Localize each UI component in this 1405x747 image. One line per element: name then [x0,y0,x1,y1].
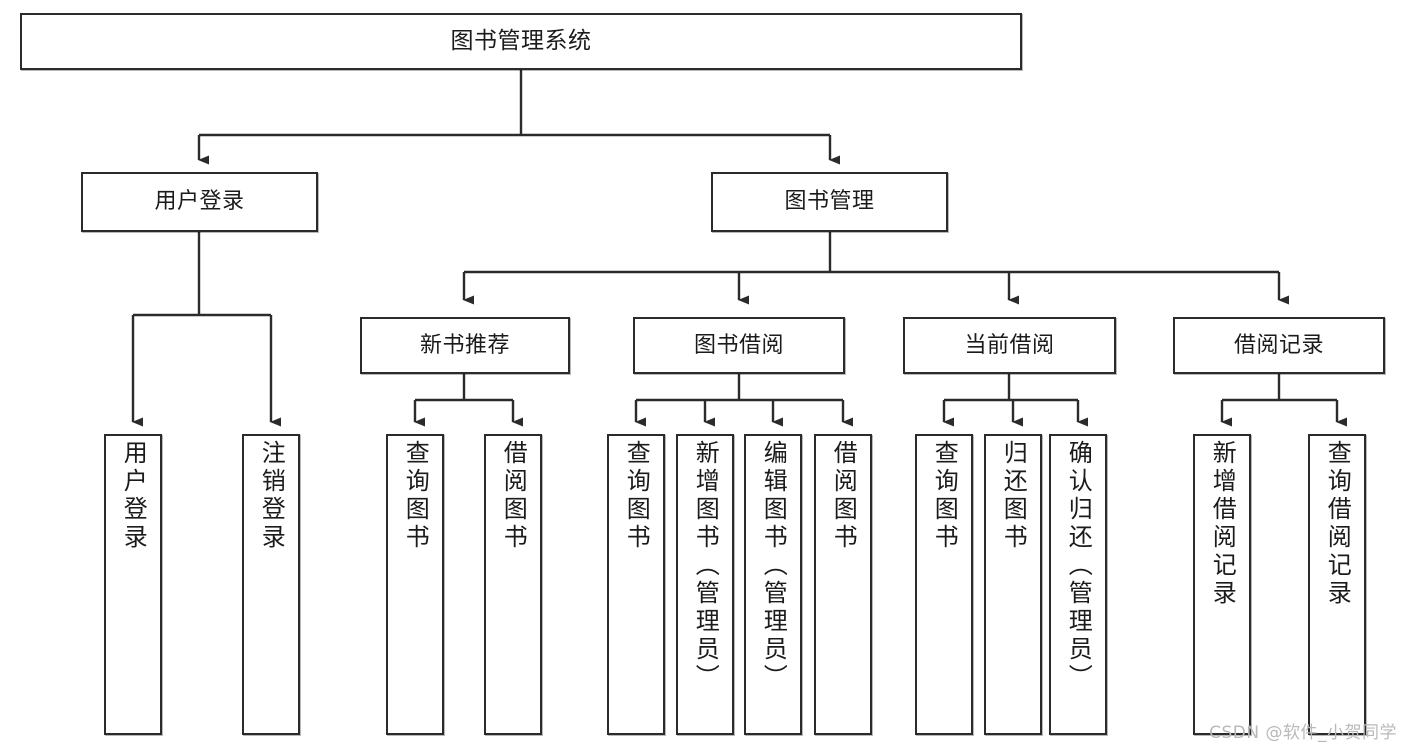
node-user-login-label: 用户登录 [154,189,245,215]
node-leaf-confirm-return-admin[interactable]: 确认归还（管理员） [1049,434,1107,735]
node-leaf-return-book[interactable]: 归还图书 [984,434,1042,735]
node-leaf-logout-login-label: 注销登录 [257,440,286,552]
node-current-borrow[interactable]: 当前借阅 [903,317,1116,374]
node-root[interactable]: 图书管理系统 [20,13,1022,70]
node-leaf-add-book-admin[interactable]: 新增图书（管理员） [676,434,734,735]
node-leaf-borrow-book-1-label: 借阅图书 [499,440,528,552]
node-leaf-borrow-book-2-label: 借阅图书 [829,440,858,552]
node-leaf-query-book-3[interactable]: 查询图书 [915,434,973,735]
node-leaf-borrow-book-1[interactable]: 借阅图书 [484,434,542,735]
node-root-label: 图书管理系统 [450,28,592,55]
node-leaf-user-login[interactable]: 用户登录 [104,434,162,735]
node-leaf-add-book-admin-label: 新增图书（管理员） [691,440,720,692]
node-leaf-borrow-book-2[interactable]: 借阅图书 [814,434,872,735]
node-borrow-record-label: 借阅记录 [1233,332,1324,358]
node-leaf-query-book-1[interactable]: 查询图书 [386,434,444,735]
node-book-borrow-label: 图书借阅 [693,332,784,358]
node-book-management[interactable]: 图书管理 [711,172,948,232]
node-leaf-confirm-return-admin-label: 确认归还（管理员） [1064,440,1093,692]
node-leaf-add-borrow-record[interactable]: 新增借阅记录 [1193,434,1251,735]
node-leaf-query-borrow-record-label: 查询借阅记录 [1323,440,1352,608]
node-leaf-query-book-2-label: 查询图书 [622,440,651,552]
node-leaf-query-book-3-label: 查询图书 [930,440,959,552]
node-current-borrow-label: 当前借阅 [964,332,1055,358]
node-user-login[interactable]: 用户登录 [81,172,318,232]
node-book-management-label: 图书管理 [784,189,875,215]
node-leaf-edit-book-admin[interactable]: 编辑图书（管理员） [744,434,802,735]
node-book-borrow[interactable]: 图书借阅 [633,317,845,374]
node-leaf-query-book-1-label: 查询图书 [401,440,430,552]
node-leaf-logout-login[interactable]: 注销登录 [242,434,300,735]
node-new-book-recommend[interactable]: 新书推荐 [360,317,570,374]
node-leaf-add-borrow-record-label: 新增借阅记录 [1208,440,1237,608]
node-leaf-return-book-label: 归还图书 [999,440,1028,552]
node-leaf-user-login-label: 用户登录 [119,440,148,552]
node-leaf-edit-book-admin-label: 编辑图书（管理员） [759,440,788,692]
node-leaf-query-borrow-record[interactable]: 查询借阅记录 [1308,434,1366,735]
node-leaf-query-book-2[interactable]: 查询图书 [607,434,665,735]
node-new-book-recommend-label: 新书推荐 [419,332,510,358]
node-borrow-record[interactable]: 借阅记录 [1173,317,1385,374]
